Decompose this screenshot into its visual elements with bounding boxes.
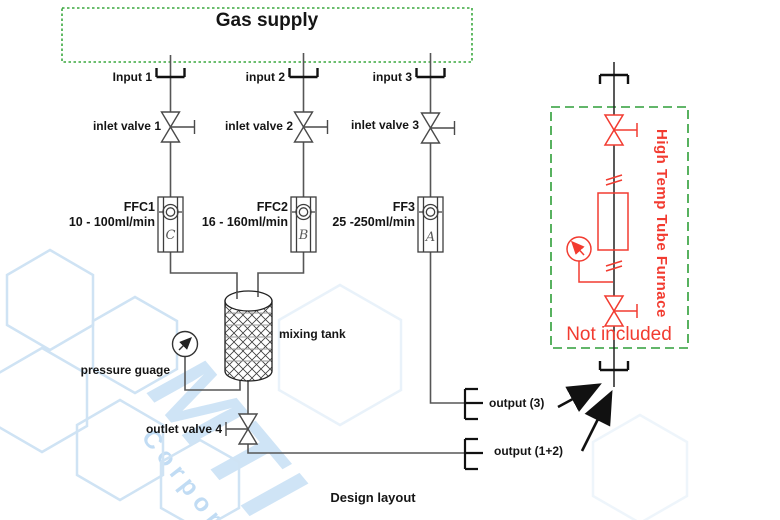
ffc2-label: FFC2 16 - 160ml/min bbox=[191, 200, 288, 230]
furnace-components bbox=[566, 114, 638, 327]
pressure-gauge-icon bbox=[171, 330, 199, 358]
inlet-valve-3-label: inlet valve 3 bbox=[350, 118, 419, 132]
watermark-hexagons bbox=[0, 248, 689, 520]
furnace-outlet-valve-icon bbox=[603, 295, 638, 327]
input-1-label: Input 1 bbox=[112, 70, 152, 84]
input-2-label: input 2 bbox=[245, 70, 285, 84]
flow-controller-icons bbox=[157, 196, 444, 253]
ffc2-box-icon bbox=[290, 196, 317, 253]
inlet-valve-1-icon bbox=[160, 111, 196, 143]
input-union-icons bbox=[155, 68, 446, 79]
inlet-valve-3-icon bbox=[420, 112, 456, 144]
ff3-label: FF3 25 -250ml/min bbox=[318, 200, 415, 230]
ffc1-label: FFC1 10 - 100ml/min bbox=[58, 200, 155, 230]
ffc2-channel-letter: B bbox=[298, 228, 309, 243]
furnace-tube-icon bbox=[597, 192, 629, 251]
output3-arrow-icon bbox=[557, 383, 602, 412]
inlet-valve-2-label: inlet valve 2 bbox=[224, 119, 293, 133]
ff3-channel-letter: A bbox=[425, 230, 436, 245]
ffc1-name: FFC1 bbox=[123, 200, 155, 214]
furnace-dashed-box bbox=[550, 106, 689, 349]
output-1-2-label: output (1+2) bbox=[494, 444, 563, 458]
output12-arrow-icon bbox=[580, 390, 613, 452]
furnace-union-icons bbox=[598, 73, 630, 372]
pipes bbox=[169, 53, 465, 454]
not-included-label: Not included bbox=[566, 324, 672, 345]
output-fitting-icons bbox=[463, 387, 483, 471]
furnace-gauge-icon bbox=[566, 236, 613, 283]
outlet-valve-4-label: outlet valve 4 bbox=[145, 422, 222, 436]
ffc2-name: FFC2 bbox=[256, 200, 288, 214]
design-layout-title: Design layout bbox=[330, 490, 416, 505]
furnace-rotated-label: High Temp Tube Furnace bbox=[653, 129, 670, 318]
inlet-valve-2-icon bbox=[293, 111, 329, 143]
ffc2-range: 16 - 160ml/min bbox=[201, 215, 288, 229]
gas-supply-box bbox=[61, 7, 473, 63]
output-3-label: output (3) bbox=[489, 396, 545, 410]
arrow-icons bbox=[557, 383, 613, 452]
mixing-tank-icon bbox=[224, 290, 273, 382]
ffc1-channel-letter: C bbox=[165, 228, 176, 243]
ffc1-box-icon bbox=[157, 196, 184, 253]
mixing-tank-label: mixing tank bbox=[279, 327, 346, 341]
inlet-valve-1-label: inlet valve 1 bbox=[92, 119, 161, 133]
ffc1-range: 10 - 100ml/min bbox=[68, 215, 155, 229]
pipe-break-icon bbox=[605, 174, 623, 186]
ff3-box-icon bbox=[417, 196, 444, 253]
pipe-break-icon bbox=[605, 260, 623, 272]
ff3-range: 25 -250ml/min bbox=[332, 215, 415, 229]
outlet-valve-4-icon bbox=[225, 413, 259, 445]
gas-supply-label: Gas supply bbox=[215, 10, 319, 31]
furnace-inlet-valve-icon bbox=[603, 114, 638, 146]
ff3-name: FF3 bbox=[392, 200, 415, 214]
inlet-valve-icons bbox=[160, 111, 456, 144]
pressure-gauge-label: pressure guage bbox=[80, 363, 170, 377]
input-3-label: input 3 bbox=[372, 70, 412, 84]
